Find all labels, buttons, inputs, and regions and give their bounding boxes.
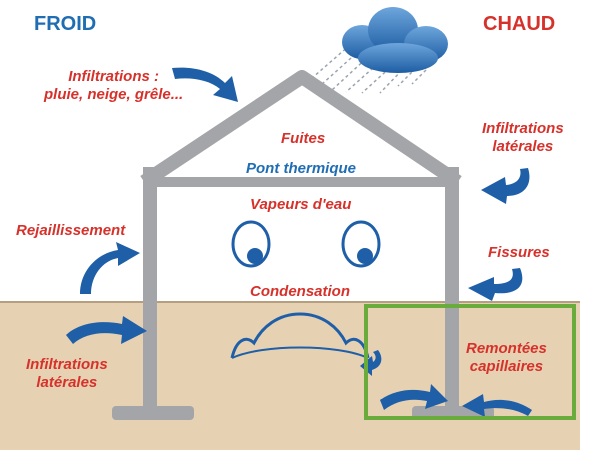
arrow-fissures <box>468 268 523 301</box>
infiltrations-right-line2: latérales <box>492 138 554 156</box>
cloud <box>342 7 448 73</box>
infiltrations-right-label: Infiltrations latérales <box>482 120 564 157</box>
sad-mouth <box>230 312 370 359</box>
condensation-label: Condensation <box>250 283 350 300</box>
remontees-label: Remontées capillaires <box>466 340 547 377</box>
sad-face <box>230 220 381 359</box>
arrow-infiltrations-left <box>66 316 147 344</box>
sad-mouth-drop <box>231 346 369 359</box>
highlight-box <box>364 304 576 420</box>
house <box>140 70 462 420</box>
infiltrations-weather-label: Infiltrations : pluie, neige, grêle... <box>44 68 183 105</box>
fissures-label: Fissures <box>488 244 550 261</box>
vapeurs-label: Vapeurs d'eau <box>250 196 352 213</box>
arrow-infiltrations-top <box>172 67 238 102</box>
right-eye <box>341 220 381 268</box>
arrows <box>66 67 532 417</box>
infiltrations-weather-line1: Infiltrations : <box>68 68 160 85</box>
infiltrations-right-line1: Infiltrations <box>482 120 564 137</box>
rejaillissement-label: Rejaillissement <box>16 222 126 239</box>
infiltrations-weather-line2: pluie, neige, grêle... <box>44 86 184 104</box>
fuites-label: Fuites <box>281 130 326 147</box>
pont-thermique-label: Pont thermique <box>246 160 357 177</box>
infiltrations-left-label: Infiltrations latérales <box>26 356 108 393</box>
remontees-line2: capillaires <box>469 358 544 376</box>
arrow-infiltrations-right <box>481 168 530 204</box>
arrow-remontees-left <box>380 384 448 410</box>
arrow-rejaillissement <box>80 242 140 294</box>
cold-header: FROID <box>34 13 97 35</box>
left-eye <box>231 220 271 268</box>
remontees-line1: Remontées <box>466 340 547 357</box>
house-left-footing <box>112 406 194 420</box>
right-pupil <box>357 248 373 264</box>
arrow-remontees-right <box>462 394 532 417</box>
infiltrations-left-line2: latérales <box>36 374 98 392</box>
hot-header: CHAUD <box>483 13 556 35</box>
house-outer-roof <box>140 70 462 188</box>
left-pupil <box>247 248 263 264</box>
infiltrations-left-line1: Infiltrations <box>26 356 108 373</box>
